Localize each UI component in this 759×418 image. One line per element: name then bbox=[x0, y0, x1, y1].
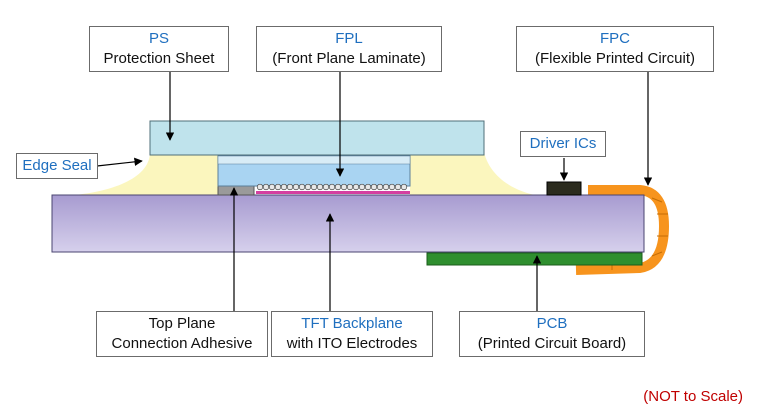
microcapsule bbox=[394, 183, 402, 191]
tft-label: TFT Backplane with ITO Electrodes bbox=[271, 311, 433, 357]
fpc-flex-circuit bbox=[575, 185, 669, 275]
protection-sheet bbox=[149, 120, 485, 156]
microcapsule bbox=[376, 183, 384, 191]
edge-seal-label: Edge Seal bbox=[16, 153, 98, 179]
adhesive-label-line2: Connection Adhesive bbox=[111, 335, 253, 352]
tft-label-desc: with ITO Electrodes bbox=[286, 335, 418, 352]
microcapsule bbox=[274, 183, 282, 191]
adhesive-label: Top Plane Connection Adhesive bbox=[96, 311, 268, 357]
microcapsule bbox=[370, 183, 378, 191]
microcapsule bbox=[358, 183, 366, 191]
edge-seal-arrow bbox=[96, 157, 143, 167]
microcapsule bbox=[388, 183, 396, 191]
microcapsule bbox=[256, 183, 264, 191]
fpc-label-title: FPC bbox=[600, 30, 630, 47]
driver-ics-label: Driver ICs bbox=[520, 131, 606, 157]
microcapsule bbox=[382, 183, 390, 191]
microcapsule bbox=[400, 183, 408, 191]
adhesive-label-line1: Top Plane bbox=[148, 315, 216, 332]
ps-label: PS Protection Sheet bbox=[89, 26, 229, 72]
tft-backplane bbox=[51, 194, 645, 253]
fpc-label: FPC (Flexible Printed Circuit) bbox=[516, 26, 714, 72]
fpl-label: FPL (Front Plane Laminate) bbox=[256, 26, 442, 72]
fpl-microcapsules bbox=[256, 183, 408, 191]
microcapsule bbox=[286, 183, 294, 191]
microcapsule bbox=[352, 183, 360, 191]
microcapsule bbox=[334, 183, 342, 191]
fpl-label-title: FPL bbox=[335, 30, 363, 47]
microcapsule bbox=[310, 183, 318, 191]
microcapsule bbox=[316, 183, 324, 191]
microcapsule bbox=[298, 183, 306, 191]
microcapsule bbox=[268, 183, 276, 191]
microcapsule bbox=[346, 183, 354, 191]
not-to-scale-note: (NOT to Scale) bbox=[643, 388, 743, 405]
microcapsule bbox=[292, 183, 300, 191]
pcb-label: PCB (Printed Circuit Board) bbox=[459, 311, 645, 357]
microcapsule bbox=[262, 183, 270, 191]
microcapsule bbox=[322, 183, 330, 191]
ps-label-desc: Protection Sheet bbox=[103, 50, 215, 67]
fpc-label-desc: (Flexible Printed Circuit) bbox=[534, 50, 696, 67]
pcb-board bbox=[426, 252, 643, 266]
microcapsule bbox=[364, 183, 372, 191]
pcb-label-desc: (Printed Circuit Board) bbox=[477, 335, 627, 352]
edge-seal-region bbox=[64, 150, 540, 196]
driver-ic bbox=[546, 181, 582, 196]
microcapsule bbox=[304, 183, 312, 191]
microcapsule bbox=[328, 183, 336, 191]
ps-label-title: PS bbox=[148, 30, 169, 47]
fpl-label-desc: (Front Plane Laminate) bbox=[272, 50, 426, 67]
fpl-top-film bbox=[217, 155, 411, 165]
tft-label-title: TFT Backplane bbox=[301, 315, 403, 332]
microcapsule bbox=[280, 183, 288, 191]
ito-electrodes bbox=[256, 191, 410, 194]
microcapsule bbox=[340, 183, 348, 191]
pcb-label-title: PCB bbox=[536, 315, 568, 332]
